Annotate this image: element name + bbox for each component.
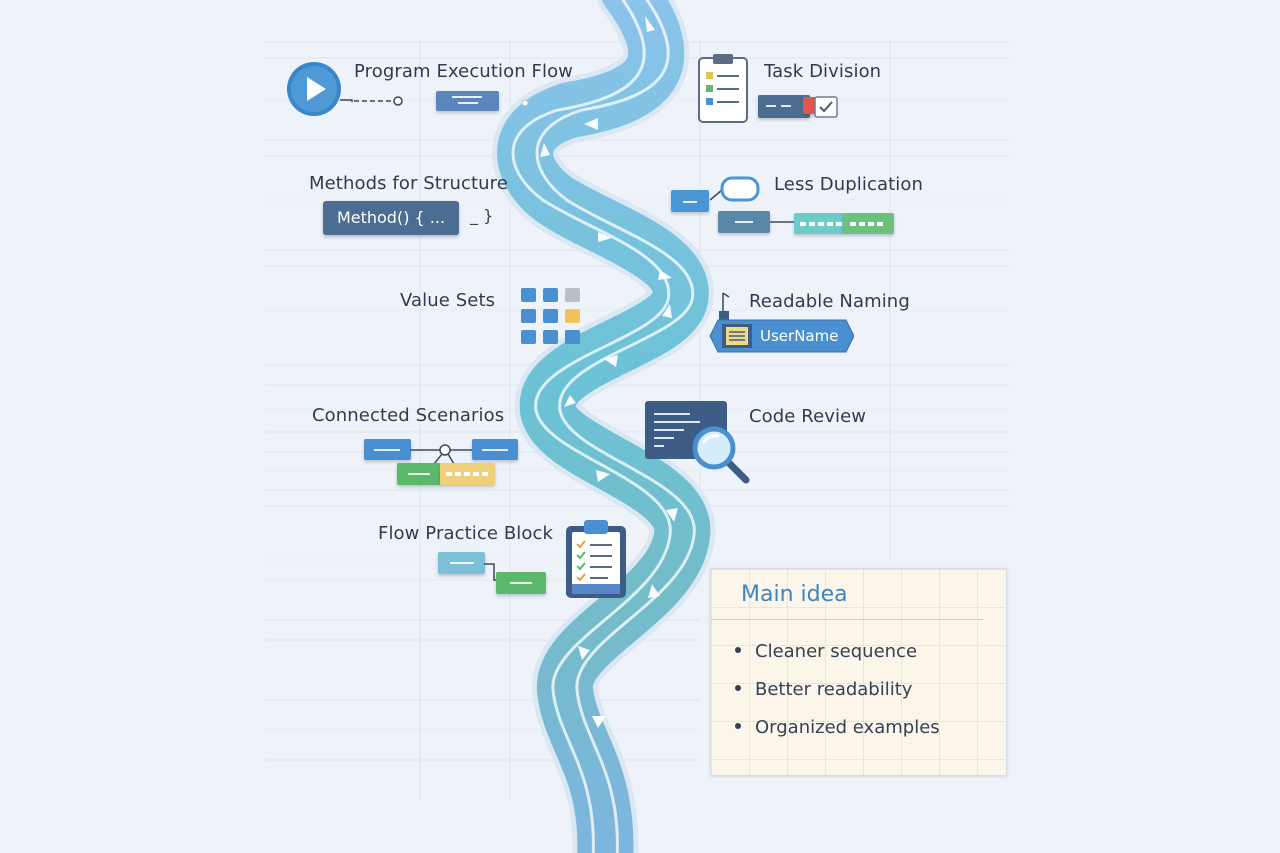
- connector-dashed-line: [340, 96, 403, 106]
- name-tag-icon[interactable]: [708, 318, 854, 354]
- scenario-connector: [410, 444, 472, 465]
- topic-program-execution-flow: Program Execution Flow: [354, 61, 574, 82]
- main-idea-item-text: Cleaner sequence: [755, 641, 918, 662]
- username-label: UserName: [760, 327, 839, 345]
- topic-flow-practice-block: Flow Practice Block: [378, 523, 554, 544]
- topic-methods-for-structure: Methods for Structure: [309, 173, 508, 194]
- topic-connected-scenarios: Connected Scenarios: [312, 405, 505, 426]
- name-tag-pin-icon: [719, 292, 730, 320]
- topic-code-review: Code Review: [749, 406, 867, 427]
- topic-readable-naming: Readable Naming: [749, 291, 910, 312]
- scenario-dashes: [446, 472, 488, 476]
- topic-value-sets: Value Sets: [400, 290, 496, 311]
- main-idea-title: Main idea: [741, 582, 848, 607]
- flow-step-line: [458, 102, 478, 104]
- value-grid-icon[interactable]: [519, 286, 585, 348]
- main-idea-item-text: Organized examples: [755, 717, 940, 738]
- task-segment-line: [781, 105, 791, 107]
- main-idea-item: Cleaner sequence: [735, 639, 940, 677]
- duplication-line: [683, 201, 697, 203]
- checkbox-icon[interactable]: [814, 96, 838, 118]
- speech-bubble-icon[interactable]: [708, 176, 760, 206]
- small-dot-icon: [521, 99, 529, 107]
- flow-step-box: [436, 91, 499, 111]
- main-idea-item-text: Better readability: [755, 679, 913, 700]
- practice-clipboard-icon[interactable]: [564, 518, 628, 600]
- connector-line: [770, 221, 796, 223]
- method-tail-text: _ }: [470, 206, 494, 225]
- topic-task-division: Task Division: [764, 61, 882, 82]
- topic-less-duplication: Less Duplication: [774, 174, 923, 195]
- clipboard-checklist-icon[interactable]: [697, 52, 751, 124]
- magnifier-icon[interactable]: [690, 424, 752, 486]
- method-code-box: Method() { ...: [323, 201, 459, 235]
- flow-step-line: [452, 96, 482, 98]
- scenario-line: [408, 473, 430, 475]
- duplication-line: [735, 221, 753, 223]
- duplication-dashes: [800, 222, 883, 226]
- main-idea-list: Cleaner sequence Better readability Orga…: [735, 639, 940, 753]
- practice-line: [510, 582, 532, 584]
- bullet-icon: [735, 685, 741, 691]
- main-idea-item: Better readability: [735, 677, 940, 715]
- play-icon[interactable]: [286, 61, 342, 117]
- main-idea-item: Organized examples: [735, 715, 940, 753]
- bullet-icon: [735, 723, 741, 729]
- scenario-line: [374, 449, 400, 451]
- main-idea-panel: Main idea Cleaner sequence Better readab…: [710, 568, 1007, 776]
- task-segment-line: [766, 105, 776, 107]
- scenario-line: [482, 449, 508, 451]
- main-idea-divider: [711, 619, 983, 620]
- task-red-box: [803, 97, 817, 114]
- bullet-icon: [735, 647, 741, 653]
- practice-line: [450, 562, 474, 564]
